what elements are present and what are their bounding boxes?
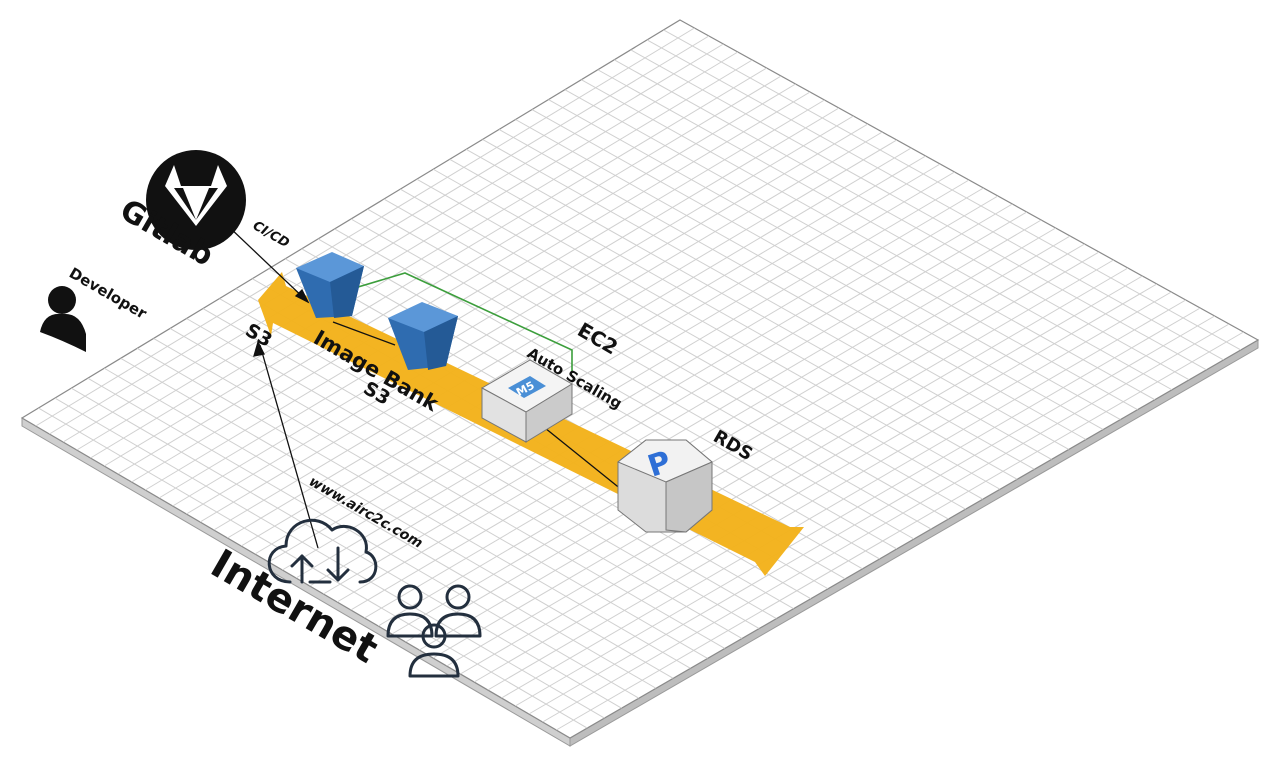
internet-to-s3-arrowhead [253, 340, 265, 357]
grid-line [213, 131, 883, 531]
grid-line [295, 179, 970, 579]
grid-line [62, 43, 724, 443]
users-group-icon [386, 584, 482, 678]
grid-line [501, 299, 1187, 699]
grid-line [405, 243, 1085, 643]
grid-line [145, 91, 811, 491]
grid-line [350, 211, 1028, 611]
grid-line [556, 331, 1244, 731]
grid-line [268, 163, 941, 563]
grid-floor [20, 19, 1260, 747]
grid-line [542, 323, 1230, 723]
grid-line [186, 115, 854, 515]
grid-line [158, 99, 825, 499]
grid-line [103, 67, 767, 467]
grid-line [240, 147, 912, 547]
ec2-instance-icon[interactable]: M5 [480, 359, 573, 443]
grid-line [528, 315, 1215, 715]
grid-line [487, 291, 1172, 691]
grid-line [227, 139, 898, 539]
grid-line [131, 83, 796, 483]
grid-line [323, 195, 999, 595]
developer-label: Developer [66, 264, 150, 323]
auto-scaling-group-outline [347, 272, 573, 372]
grid-line [391, 235, 1071, 635]
cicd-arrowhead [294, 288, 310, 304]
rds-postgres-icon[interactable]: P [617, 439, 713, 533]
user-icon [40, 286, 86, 352]
grid-line [117, 75, 782, 475]
grid-line [377, 227, 1056, 627]
grid-line [76, 51, 739, 451]
grid-line [460, 275, 1143, 675]
internet-to-s3-arrow [259, 344, 319, 549]
cicd-label: CI/CD [250, 218, 292, 251]
grid-line [446, 267, 1129, 667]
grid-line [419, 251, 1100, 651]
grid-line [473, 283, 1158, 683]
bucket-to-bucket-line [332, 321, 396, 346]
grid-line [90, 59, 753, 459]
connections [227, 225, 623, 549]
grid-line [336, 203, 1013, 603]
ec2-to-rds-line [544, 427, 623, 491]
grid-line [432, 259, 1114, 659]
grid-line [199, 123, 869, 523]
s3-bucket-icon[interactable] [388, 302, 458, 370]
grid-line [49, 35, 710, 435]
grid-line [254, 155, 926, 555]
cicd-arrow [227, 225, 309, 303]
grid-line [309, 187, 984, 587]
grid-line [35, 27, 695, 427]
grid-line [282, 171, 955, 571]
grid-line [514, 307, 1201, 707]
grid-line [172, 107, 840, 507]
cloud-upload-download-icon [267, 518, 378, 584]
grid-line [364, 219, 1042, 619]
gitlab-logo-icon[interactable] [146, 150, 246, 250]
s3-bucket-icon[interactable] [296, 252, 364, 318]
